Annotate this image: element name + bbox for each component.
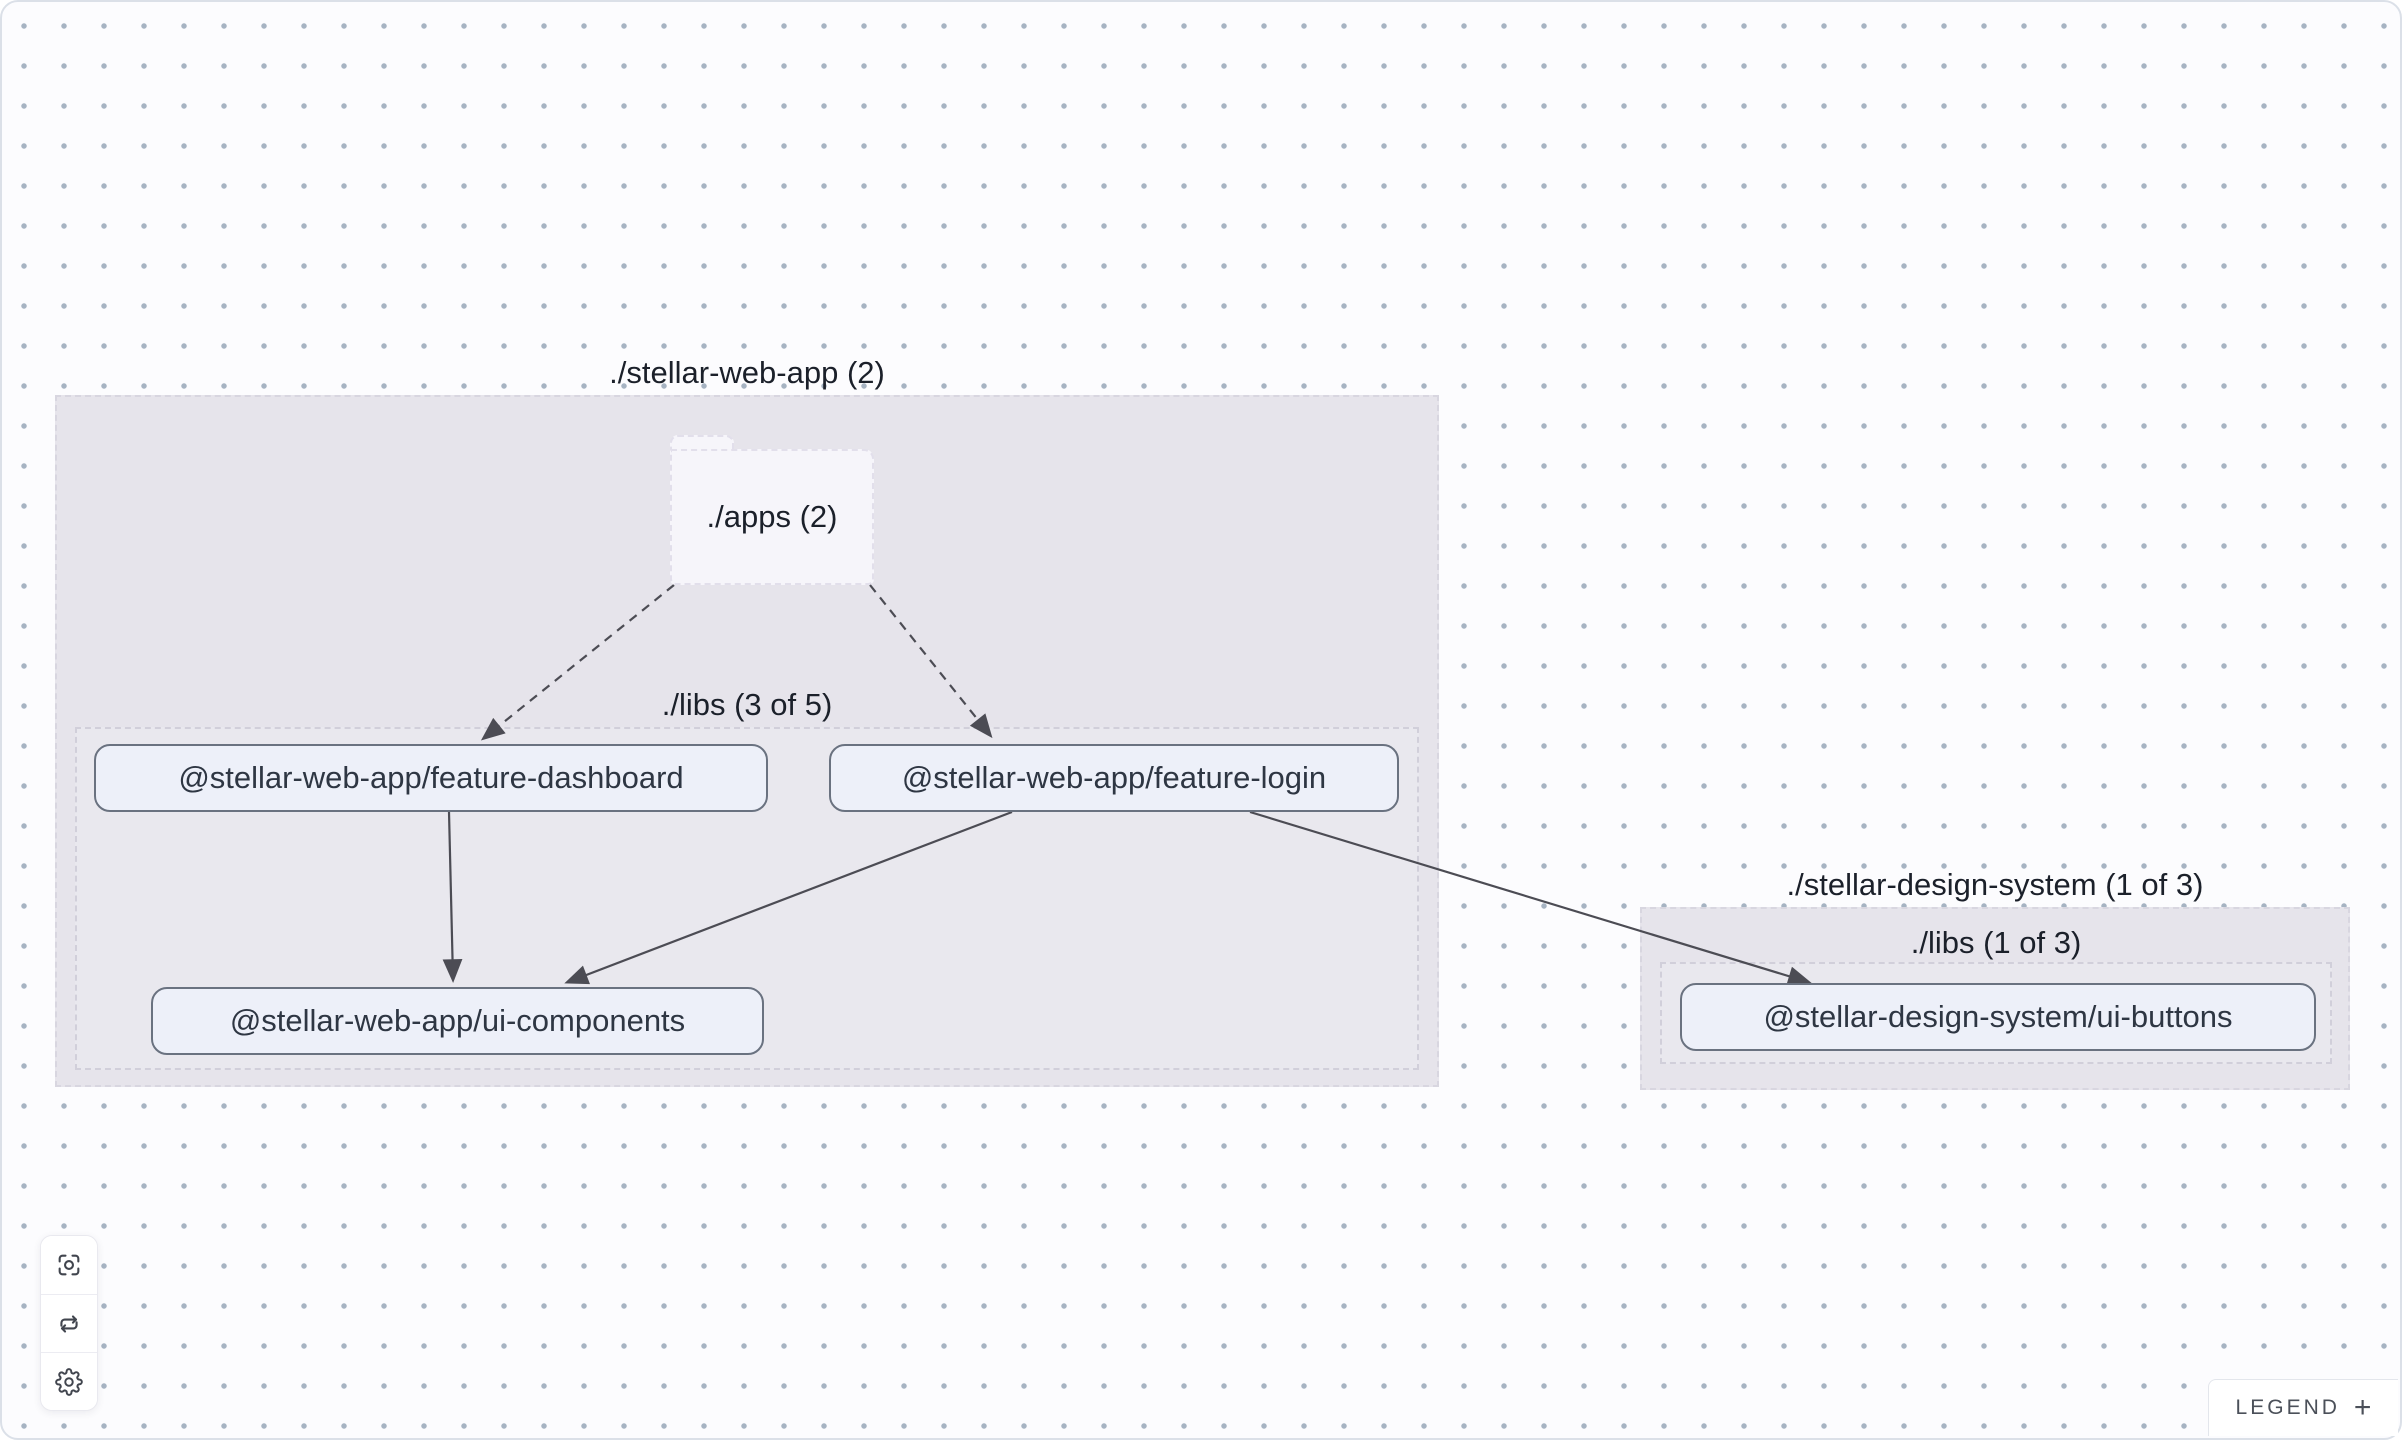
group-label-stellar-web-app: ./stellar-web-app (2) xyxy=(609,355,885,390)
folder-node-apps[interactable]: ./apps (2) xyxy=(670,449,874,585)
gear-icon xyxy=(55,1367,83,1396)
graph-toolbar xyxy=(40,1235,98,1411)
node-ui-buttons[interactable]: @stellar-design-system/ui-buttons xyxy=(1680,983,2316,1051)
legend-label: LEGEND xyxy=(2235,1396,2340,1419)
node-feature-dashboard-label: @stellar-web-app/feature-dashboard xyxy=(178,760,684,795)
node-feature-login-label: @stellar-web-app/feature-login xyxy=(901,760,1327,795)
subgroup-label-libs-design-system: ./libs (1 of 3) xyxy=(1910,925,2082,960)
focus-icon xyxy=(55,1251,83,1279)
refresh-icon xyxy=(55,1310,83,1338)
node-ui-components[interactable]: @stellar-web-app/ui-components xyxy=(151,987,764,1055)
settings-button[interactable] xyxy=(41,1352,97,1410)
group-label-stellar-design-system: ./stellar-design-system (1 of 3) xyxy=(1786,867,2204,902)
node-feature-dashboard[interactable]: @stellar-web-app/feature-dashboard xyxy=(94,744,768,812)
subgroup-label-libs-web-app: ./libs (3 of 5) xyxy=(661,687,833,722)
legend-toggle[interactable]: LEGEND + xyxy=(2208,1379,2398,1436)
focus-button[interactable] xyxy=(41,1236,97,1294)
node-ui-components-label: @stellar-web-app/ui-components xyxy=(229,1003,686,1038)
node-feature-login[interactable]: @stellar-web-app/feature-login xyxy=(829,744,1399,812)
plus-icon: + xyxy=(2353,1391,2372,1424)
folder-node-apps-label: ./apps (2) xyxy=(706,499,838,534)
refresh-button[interactable] xyxy=(41,1294,97,1352)
node-ui-buttons-label: @stellar-design-system/ui-buttons xyxy=(1763,999,2233,1034)
